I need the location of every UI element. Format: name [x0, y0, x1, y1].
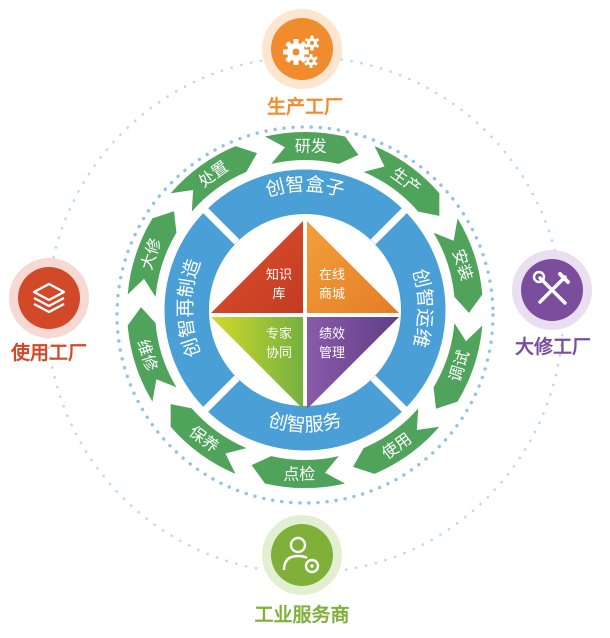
node-service-provider: 工业服务商 [254, 515, 350, 626]
lifecycle-step-label: 研发 [295, 137, 327, 156]
node-label-right: 大修工厂 [515, 335, 591, 358]
lifecycle-arrow [170, 146, 258, 212]
quadrant-label-top-left: 知识库 [266, 267, 292, 302]
node-label-top: 生产工厂 [267, 95, 343, 118]
inner-dotted-orbit [115, 125, 495, 505]
node-label-left: 使用工厂 [10, 342, 87, 364]
ring-dividers [200, 205, 410, 415]
quadrant-label-top-right: 在线商城 [319, 268, 345, 302]
quadrant-label-bottom-right: 绩效管理 [319, 327, 345, 361]
lifecycle-arrow [433, 323, 483, 409]
node-overhaul-factory: 大修工厂 [512, 250, 592, 358]
node-user-factory: 使用工厂 [9, 258, 89, 364]
user-gear-icon [282, 536, 320, 574]
lifecycle-arrow [127, 211, 177, 297]
lifecycle-arrow [264, 132, 359, 164]
quadrant-label-bottom-left: 专家协同 [266, 326, 292, 361]
node-label-bottom: 工业服务商 [254, 603, 349, 626]
lifecycle-step-label: 点检 [283, 464, 315, 483]
gears-icon [283, 35, 320, 68]
quadrant-online-mall [307, 221, 399, 313]
quadrant-performance [307, 317, 399, 409]
lifecycle-arrow [170, 404, 247, 474]
node-production-factory: 生产工厂 [262, 9, 343, 118]
quadrant-expert-collab [211, 317, 303, 409]
platform-ring-border [161, 166, 449, 454]
quadrant-knowledge-base [211, 221, 303, 313]
lifecycle-arrow [433, 218, 483, 313]
lifecycle-arrow [352, 408, 440, 474]
lifecycle-arrow [363, 146, 440, 216]
lifecycle-arrow [251, 456, 346, 488]
lifecycle-arrow [127, 307, 177, 402]
tools-icon [532, 270, 570, 305]
layers-icon [32, 282, 66, 314]
